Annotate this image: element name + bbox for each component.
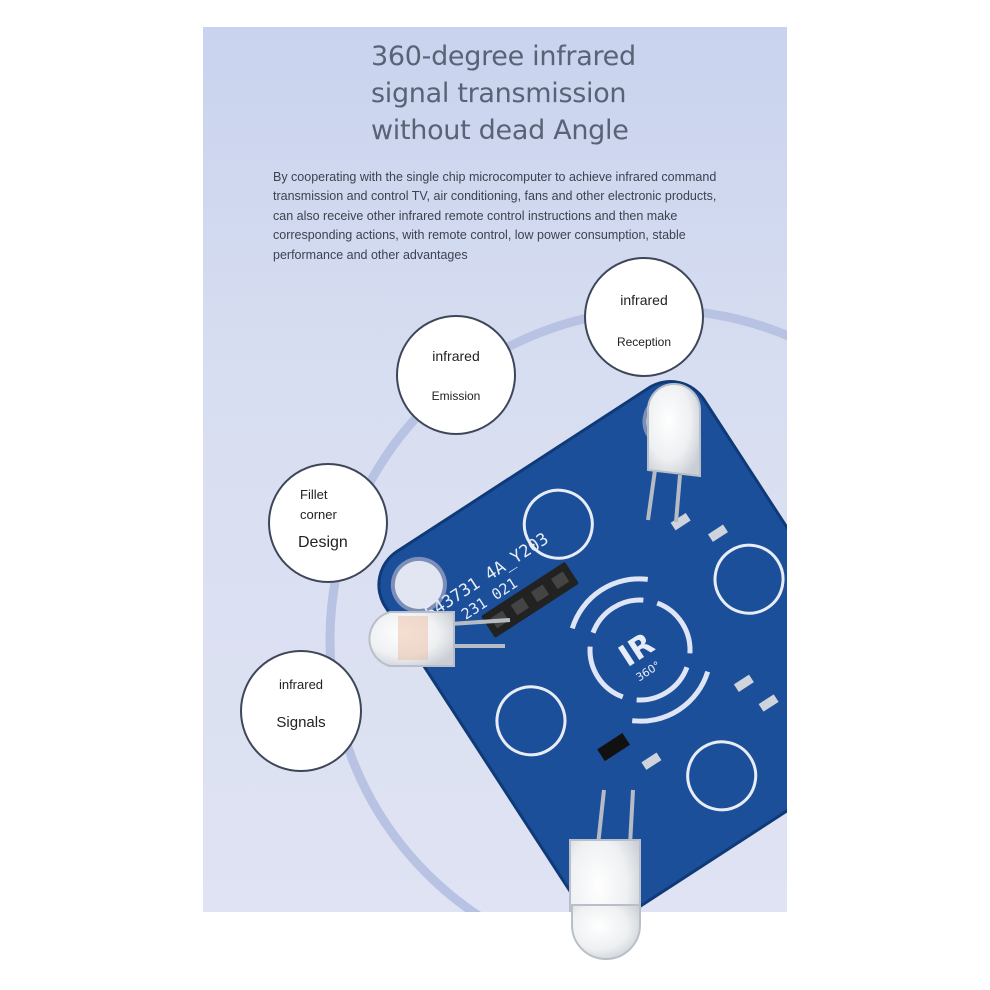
bubble-emission-line1: infrared bbox=[432, 348, 480, 364]
led-bottom bbox=[569, 789, 641, 912]
led-bottom-overflow bbox=[571, 904, 641, 960]
bubble-fillet-line2: corner bbox=[300, 507, 337, 522]
bubble-infrared-signals: infrared Signals bbox=[240, 650, 362, 772]
headline-line-1: 360-degree infrared bbox=[371, 41, 636, 72]
bubble-infrared-emission: infrared Emission bbox=[396, 315, 516, 435]
led-reception bbox=[646, 383, 701, 523]
headline-line-2: signal transmission bbox=[371, 78, 627, 109]
bubble-emission-line2: Emission bbox=[431, 389, 481, 403]
bubble-signals-line2: Signals bbox=[276, 714, 326, 731]
bubble-reception-line2: Reception bbox=[616, 335, 672, 349]
bubble-fillet-corner-design: Fillet corner Design bbox=[268, 463, 388, 583]
headline-line-3: without dead Angle bbox=[371, 115, 629, 146]
bubble-reception-line1: infrared bbox=[620, 292, 668, 308]
mount-hole bbox=[390, 556, 447, 613]
led-left bbox=[368, 611, 511, 667]
description: By cooperating with the single chip micr… bbox=[273, 170, 717, 262]
mount-hole bbox=[825, 679, 897, 751]
bubble-fillet-line3: Design bbox=[298, 534, 348, 551]
bubble-infrared-reception: infrared Reception bbox=[584, 257, 704, 377]
bubble-signals-line1: infrared bbox=[278, 677, 324, 692]
headline: 360-degree infrared signal transmission … bbox=[371, 38, 671, 149]
bubble-fillet-line1: Fillet bbox=[300, 487, 328, 502]
